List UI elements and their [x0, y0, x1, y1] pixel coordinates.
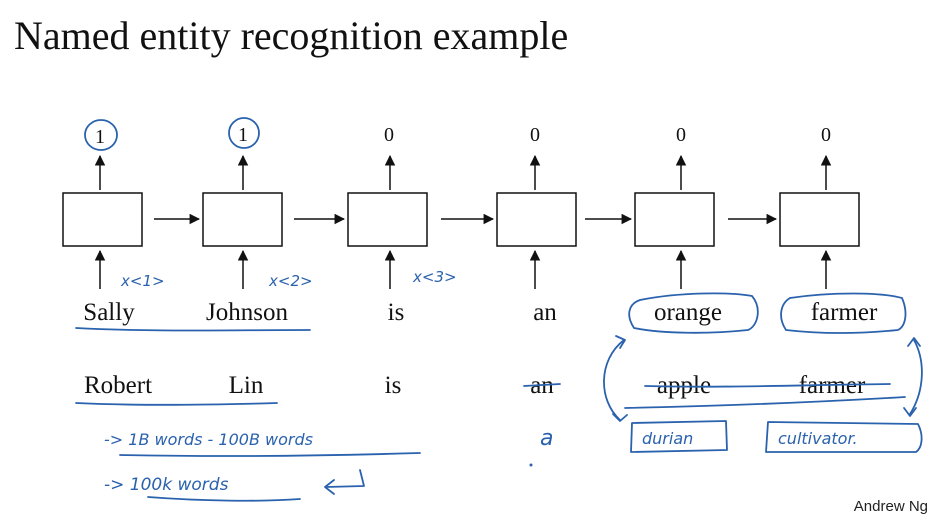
output-label-2: 1 — [238, 124, 248, 146]
output-label-1: 1 — [95, 126, 105, 148]
pen-text: a durian cultivator. -> 1B words - 100B … — [104, 426, 858, 495]
curve-arrow-right-head-top — [907, 337, 921, 347]
curve-arrow-left-head-bottom — [612, 413, 628, 422]
return-arrow-head — [324, 479, 335, 495]
rnn-cell-2 — [202, 192, 283, 247]
loop-farmer — [780, 292, 907, 334]
pen-dot — [529, 463, 533, 467]
input-annotation-1: x<1> — [120, 272, 165, 290]
output-circle-2 — [228, 117, 260, 149]
underline-note-1 — [119, 452, 421, 457]
handwritten-durian: durian — [642, 429, 693, 448]
sentence-1-word-2: Johnson — [206, 299, 288, 326]
underline-sally-johnson — [75, 327, 311, 332]
sentence-2-word-1: Robert — [84, 372, 152, 399]
slide-title: Named entity recognition example — [14, 13, 569, 58]
sentence-2-word-3: is — [385, 372, 402, 399]
curve-arrow-left — [603, 339, 625, 421]
output-label-4: 0 — [530, 124, 540, 146]
handwritten-a: a — [540, 426, 553, 451]
handwritten-note-1: -> 1B words - 100B words — [104, 430, 313, 449]
output-labels: 1 1 0 0 0 0 — [95, 124, 831, 148]
output-arrows — [94, 154, 832, 190]
box-cultivator — [765, 421, 923, 453]
loop-orange — [628, 292, 759, 334]
pen-annotations — [75, 292, 923, 502]
input-arrows — [94, 249, 832, 289]
rnn-cell-5 — [634, 192, 715, 247]
output-label-5: 0 — [676, 124, 686, 146]
box-durian — [630, 420, 728, 453]
sentence-2-word-2: Lin — [229, 372, 264, 399]
handwritten-note-2: -> 100k words — [104, 475, 229, 495]
sentence-1: Sally Johnson is an orange farmer — [83, 299, 878, 326]
sentence-1-word-3: is — [388, 299, 405, 326]
strike-apple-farmer — [644, 383, 891, 388]
rnn-cells — [62, 192, 860, 247]
output-circle-1 — [84, 119, 118, 151]
slide-credit: Andrew Ng — [853, 498, 928, 515]
curve-arrow-left-head-top — [615, 335, 626, 349]
sentence-1-word-5: orange — [654, 299, 722, 326]
rnn-cell-6 — [779, 192, 860, 247]
rnn-cell-1 — [62, 192, 143, 247]
sentence-1-word-6: farmer — [811, 299, 878, 326]
input-annotation-2: x<2> — [268, 272, 313, 290]
output-label-6: 0 — [821, 124, 831, 146]
rnn-cell-3 — [347, 192, 428, 247]
underline-robert-lin — [75, 402, 278, 406]
handwritten-cultivator: cultivator. — [778, 429, 858, 448]
underline-apple-farmer — [624, 396, 906, 409]
sentence-1-word-4: an — [533, 299, 557, 326]
input-annotation-3: x<3> — [412, 268, 457, 286]
strike-an — [523, 383, 561, 387]
curve-arrow-right — [909, 339, 923, 415]
sentence-1-word-1: Sally — [83, 299, 135, 326]
input-annotations: x<1> x<2> x<3> — [120, 268, 457, 290]
rnn-cell-4 — [496, 192, 577, 247]
return-arrow — [325, 469, 365, 488]
output-label-3: 0 — [384, 124, 394, 146]
underline-note-2 — [147, 496, 301, 502]
entity-output-circles — [84, 117, 260, 151]
curve-arrow-right-head-bottom — [903, 407, 917, 417]
